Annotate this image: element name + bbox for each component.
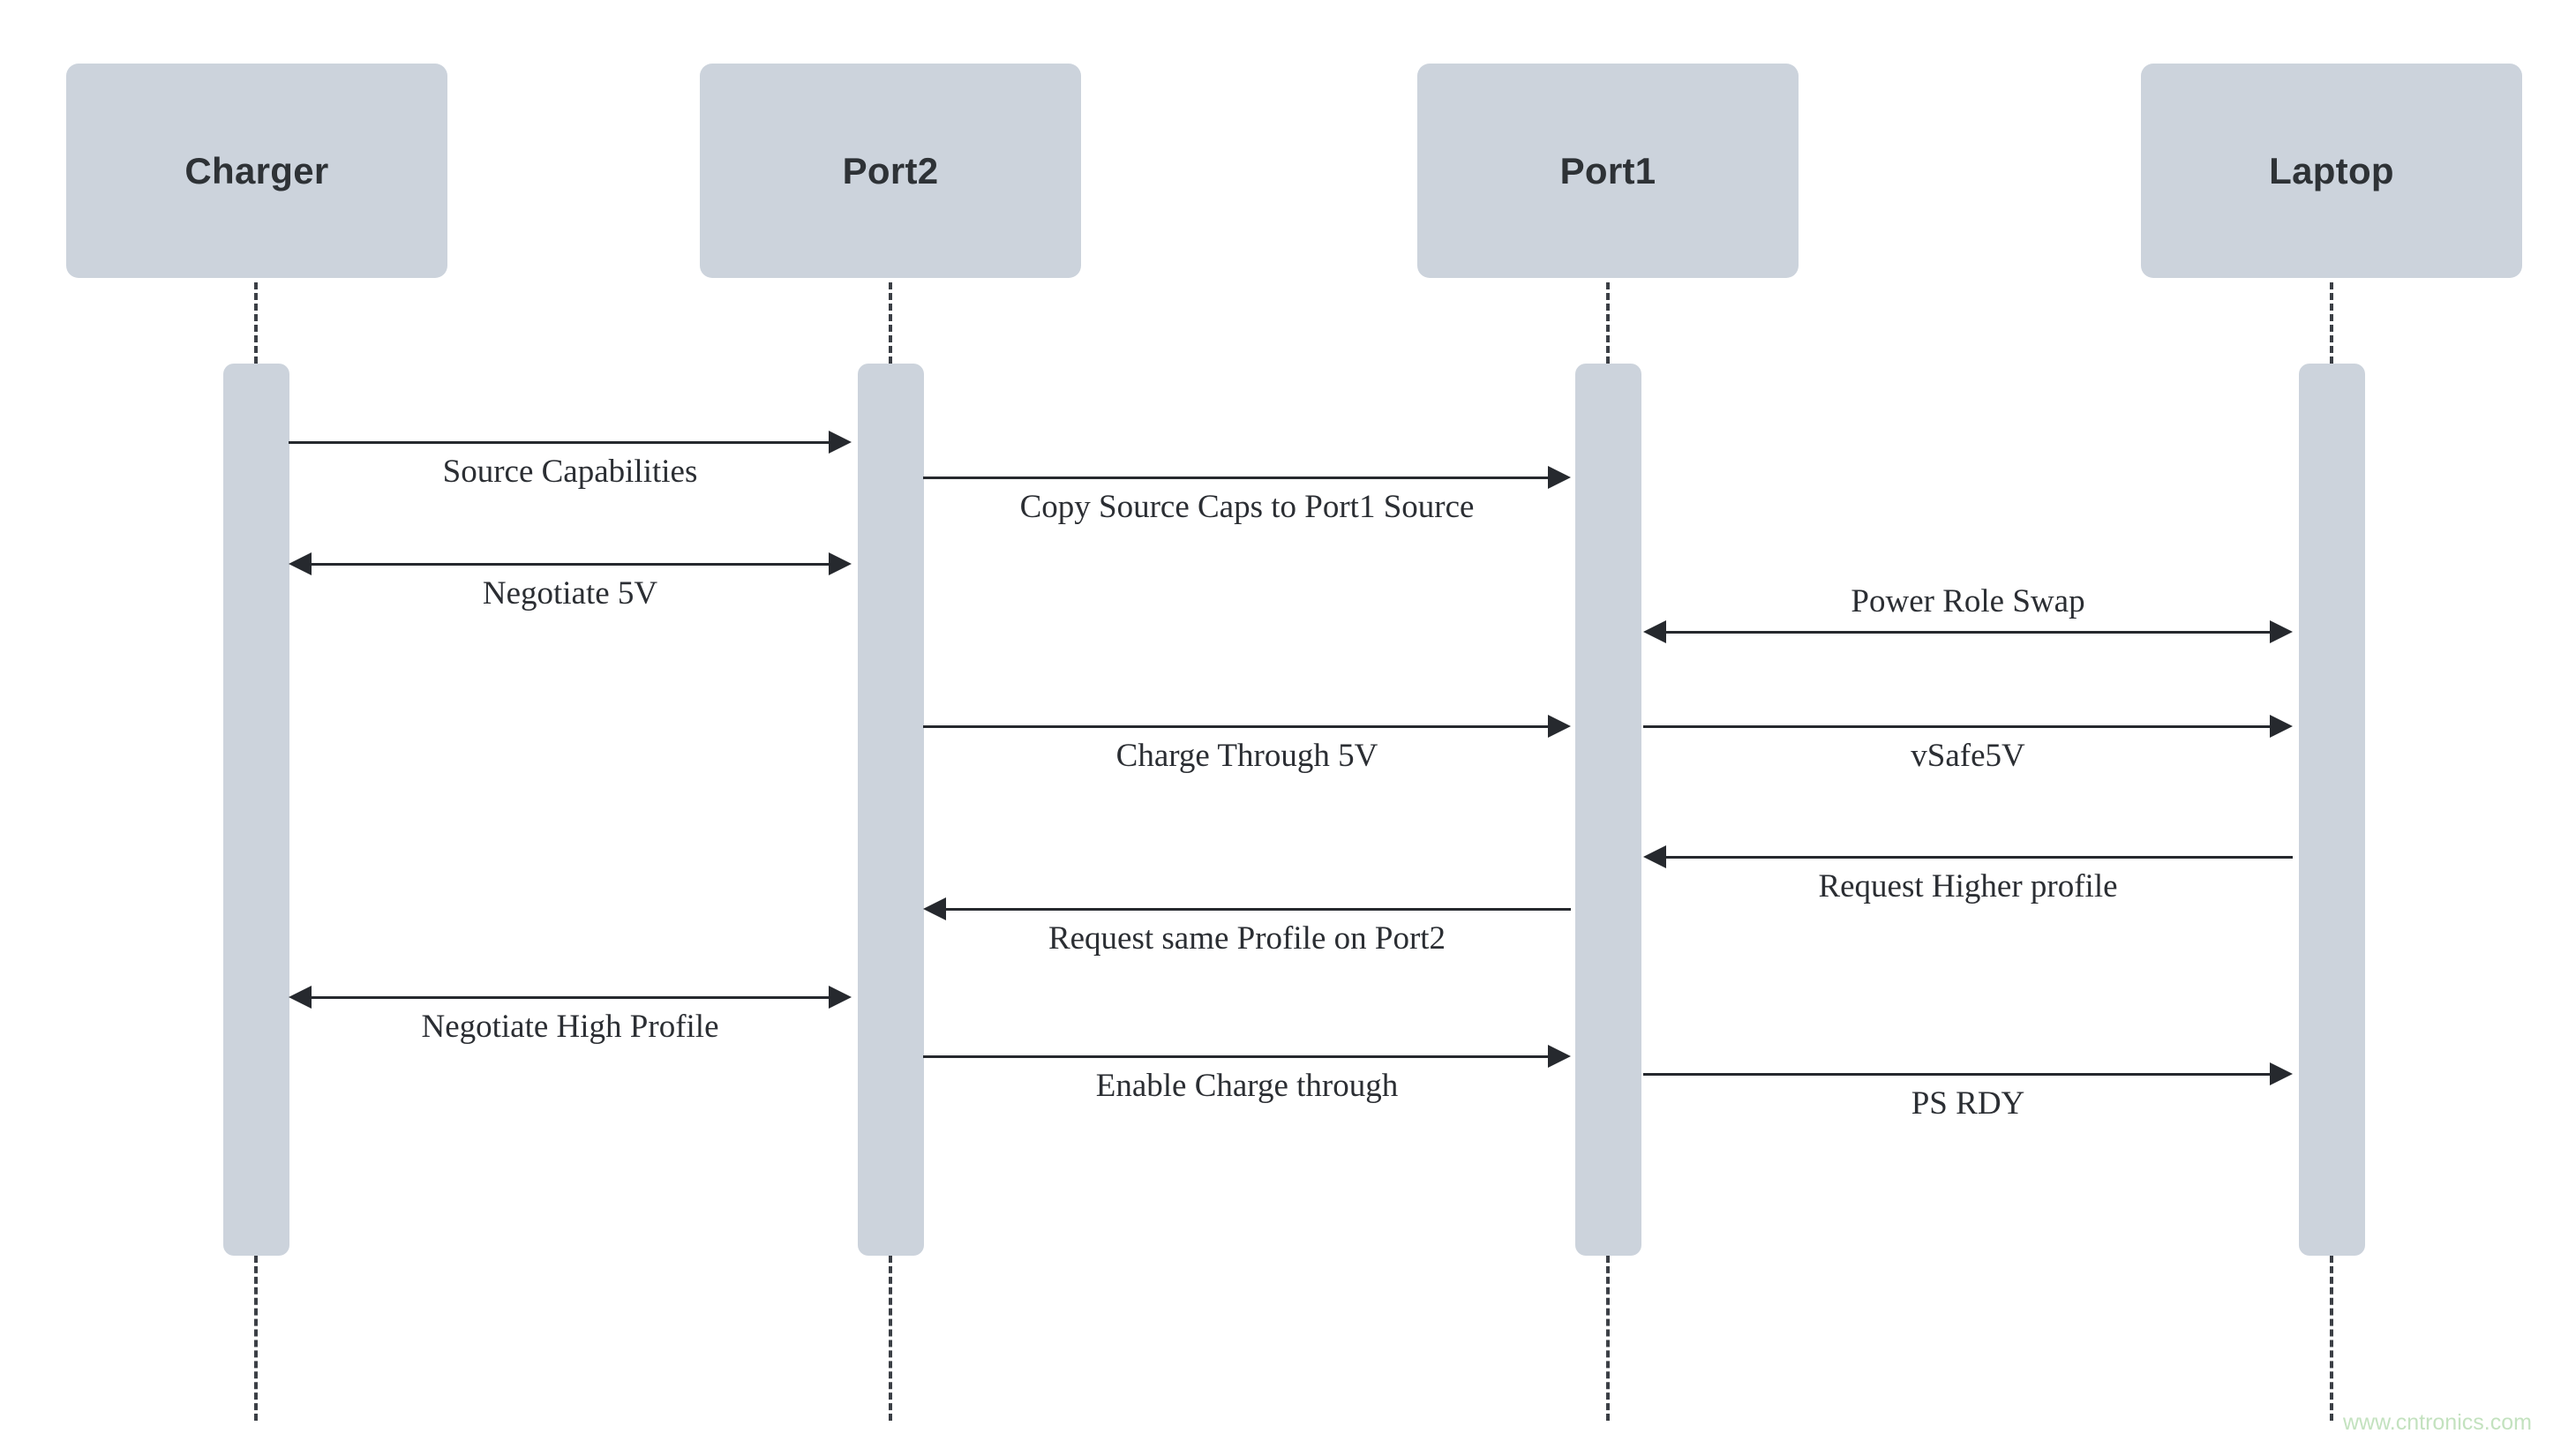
arrowhead-right-icon-source-capabilities [829,431,852,454]
message-line-charge-through-5v [923,725,1551,728]
message-label-enable-charge-through: Enable Charge through [1095,1068,1399,1104]
arrowhead-left-icon-request-higher-profile [1643,845,1666,868]
participant-label-charger: Charger [184,149,329,191]
message-label-request-higher-profile: Request Higher profile [1818,868,2118,904]
arrowhead-right-icon-negotiate-high-profile [829,986,852,1009]
message-label-power-role-swap: Power Role Swap [1851,583,2085,619]
message-label-vsafe5v: vSafe5V [1911,738,2025,774]
message-line-request-same-profile [943,908,1571,911]
lifeline-bottom-port1 [1606,1256,1610,1421]
arrowhead-right-icon-power-role-swap [2270,620,2293,643]
lifeline-top-charger [254,282,258,364]
arrowhead-right-icon-vsafe5v [2270,715,2293,738]
arrowhead-right-icon-ps-rdy [2270,1062,2293,1085]
message-label-ps-rdy: PS RDY [1911,1085,2025,1122]
participant-label-laptop: Laptop [2269,149,2394,191]
message-line-negotiate-high-profile [308,996,832,999]
message-line-vsafe5v [1643,725,2273,728]
arrowhead-right-icon-charge-through-5v [1548,715,1571,738]
lifeline-top-port1 [1606,282,1610,364]
message-label-copy-source-caps: Copy Source Caps to Port1 Source [1019,489,1475,525]
participant-label-port2: Port2 [842,149,939,191]
message-label-request-same-profile: Request same Profile on Port2 [1048,920,1446,957]
lifeline-top-port2 [889,282,892,364]
message-label-negotiate-high-profile: Negotiate High Profile [421,1009,719,1045]
arrowhead-left-icon-negotiate-high-profile [289,986,312,1009]
message-label-charge-through-5v: Charge Through 5V [1115,738,1378,774]
site-watermark: www.cntronics.com [2343,1410,2532,1435]
arrowhead-right-icon-negotiate-5v [829,552,852,575]
message-label-source-capabilities: Source Capabilities [442,454,698,490]
activation-bar-charger [222,364,289,1256]
arrowhead-left-icon-power-role-swap [1643,620,1666,643]
participant-box-port2[interactable]: Port2 [700,64,1081,278]
lifeline-top-laptop [2330,282,2333,364]
message-line-power-role-swap [1663,631,2273,634]
message-line-ps-rdy [1643,1073,2273,1076]
message-label-negotiate-5v: Negotiate 5V [482,575,658,612]
lifeline-bottom-port2 [889,1256,892,1421]
activation-bar-port1 [1574,364,1641,1256]
participant-box-laptop[interactable]: Laptop [2141,64,2522,278]
message-line-negotiate-5v [308,563,832,566]
message-line-enable-charge-through [923,1055,1551,1058]
activation-bar-laptop [2298,364,2365,1256]
lifeline-bottom-laptop [2330,1256,2333,1421]
message-line-source-capabilities [289,441,832,444]
participant-label-port1: Port1 [1559,149,1656,191]
participant-box-port1[interactable]: Port1 [1417,64,1799,278]
participant-box-charger[interactable]: Charger [66,64,447,278]
activation-bar-port2 [857,364,924,1256]
arrowhead-left-icon-negotiate-5v [289,552,312,575]
arrowhead-right-icon-enable-charge-through [1548,1045,1571,1068]
message-line-copy-source-caps [923,477,1551,479]
arrowhead-left-icon-request-same-profile [923,897,946,920]
lifeline-bottom-charger [254,1256,258,1421]
message-line-request-higher-profile [1663,856,2293,859]
arrowhead-right-icon-copy-source-caps [1548,466,1571,489]
